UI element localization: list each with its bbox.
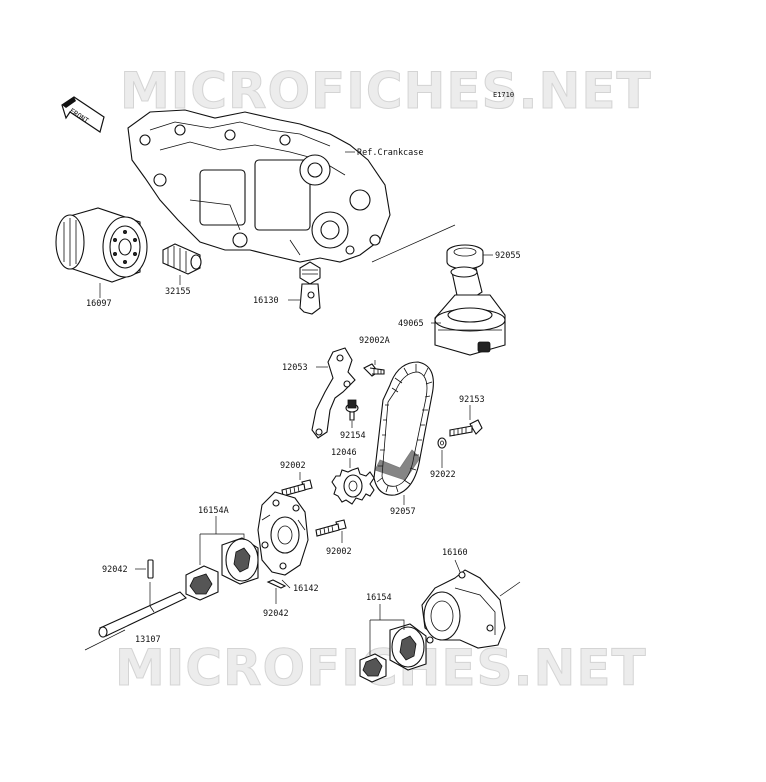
bolt-92002A [363,363,385,377]
label-13107: 13107 [135,635,161,645]
label-92002-lower: 92002 [326,547,352,557]
fitting-32155 [162,243,202,275]
bolt-92153 [449,419,483,437]
shaft-13107 [98,591,187,638]
crankcase-drawing [127,109,391,263]
pin-92042-lower [266,579,287,589]
sprocket-12046 [331,467,375,505]
watermark-top: MICROFICHES.NET [120,62,652,120]
label-92153: 92153 [459,395,485,405]
label-92042-left: 92042 [102,565,128,575]
bolt-92154 [345,399,359,421]
bolt-92002-upper [281,479,313,497]
label-49065: 49065 [398,319,424,329]
chain-92057 [373,361,434,496]
ref-crankcase-label: Ref.Crankcase [357,148,424,158]
label-92002A: 92002A [359,336,390,346]
diagram-code: E1710 [493,91,514,99]
label-16097: 16097 [86,299,112,309]
label-92042-lower: 92042 [263,609,289,619]
pump-body-16160 [421,569,506,649]
label-12046: 12046 [331,448,357,458]
label-16160: 16160 [442,548,468,558]
guide-12053 [311,347,356,439]
label-92002-upper: 92002 [280,461,306,471]
washer-92022 [437,437,447,449]
collar-92055 [446,244,484,270]
label-32155: 32155 [165,287,191,297]
label-92055: 92055 [495,251,521,261]
label-16154A: 16154A [198,506,229,516]
label-92154: 92154 [340,431,366,441]
label-16154: 16154 [366,593,392,603]
label-16142: 16142 [293,584,319,594]
bolt-92002-lower [315,519,347,537]
sensor-16130 [299,261,321,315]
front-arrow-icon: FRONT [61,96,105,133]
strainer-49065 [434,266,506,356]
pin-92042-left [147,559,154,579]
rotor-16154A [185,537,259,601]
oil-filter-16097 [55,207,148,283]
label-92057: 92057 [390,507,416,517]
label-12053: 12053 [282,363,308,373]
pump-cover-16142 [257,491,309,576]
label-92022: 92022 [430,470,456,480]
rotor-16154 [359,623,427,683]
label-16130: 16130 [253,296,279,306]
